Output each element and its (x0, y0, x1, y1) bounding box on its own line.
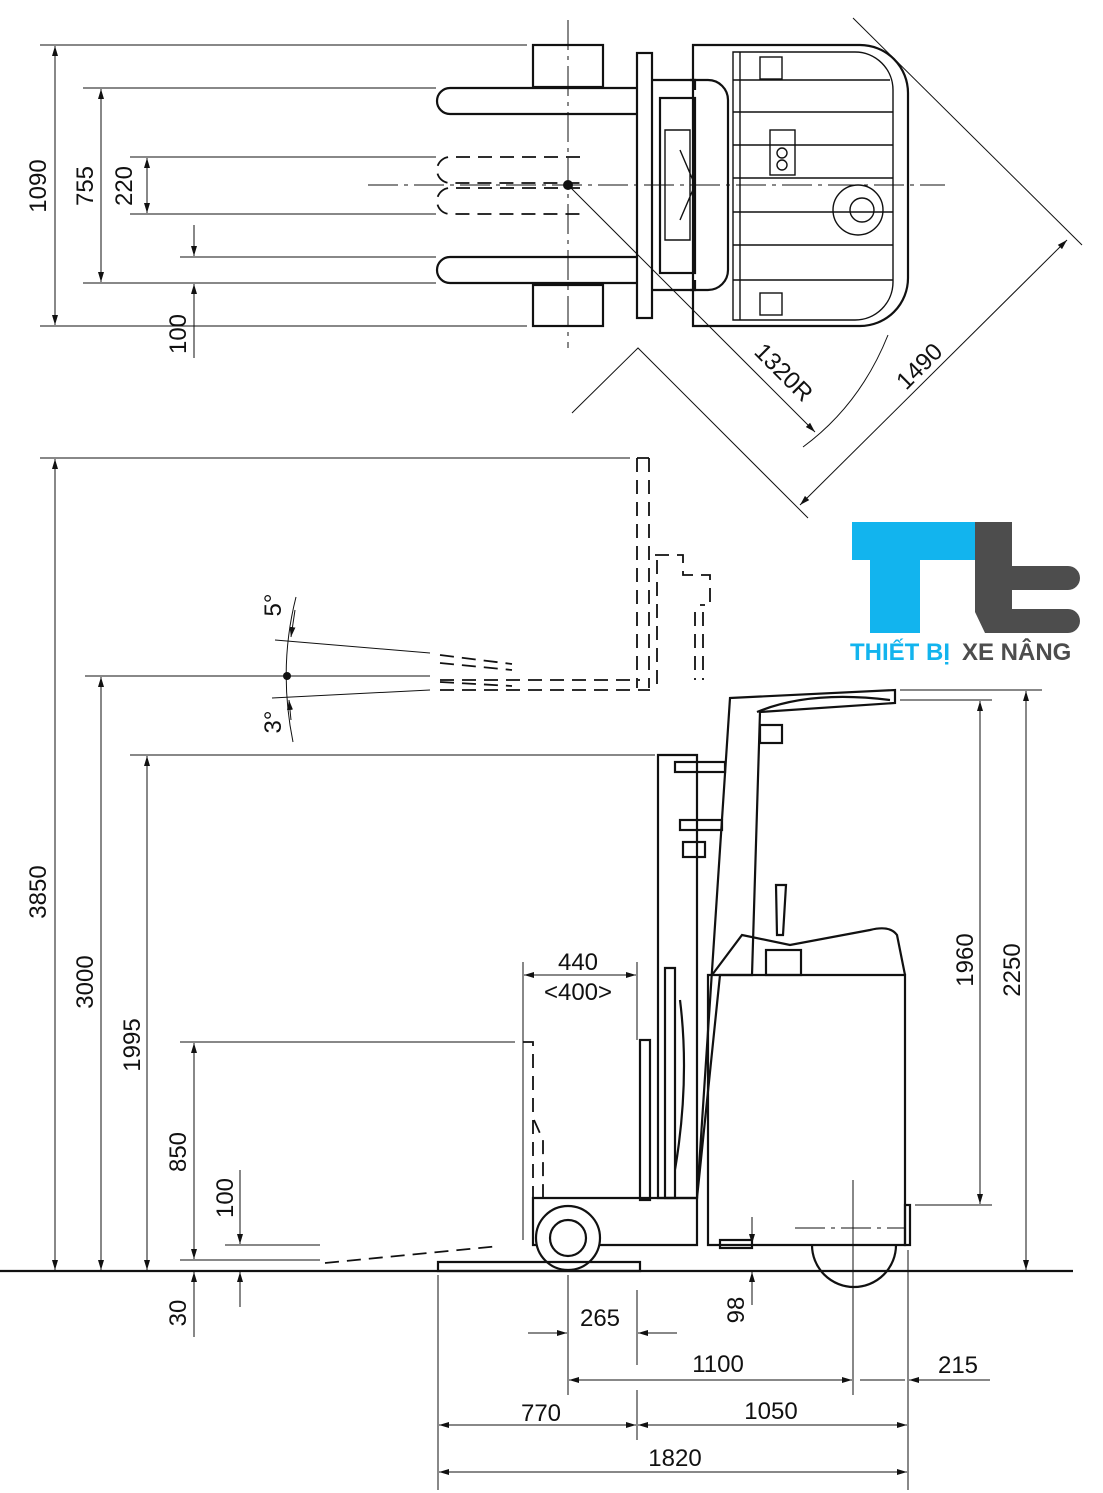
drive-wheel (810, 1244, 898, 1289)
fork-carriage-plate (635, 51, 654, 320)
aisle-diagonal-line (799, 239, 1068, 506)
carriage-bar (678, 818, 724, 832)
top-view: 1090 755 220 100 1320R 1490 (25, 17, 1083, 519)
control-lever-top (769, 129, 796, 176)
dim-tilt-backward: 3° (260, 711, 287, 734)
steering-wheel-top (832, 184, 884, 236)
fork-top (435, 86, 638, 116)
fork-bottom (435, 255, 638, 285)
dim-seat-to-guard-height: 1960 (952, 933, 979, 986)
dim-wheelbase: 1100 (692, 1351, 744, 1378)
top-dimension-lines (52, 46, 197, 358)
dim-ground-clearance: 98 (723, 1297, 750, 1324)
dim-fork-thickness: 30 (165, 1300, 192, 1327)
dim-mast-lowered-height: 1995 (119, 1018, 146, 1071)
logo-text-blue: THIẾT BỊ (850, 638, 950, 666)
dim-mast-extended-height: 3850 (25, 865, 52, 918)
fork-narrow-bottom-dashed (436, 187, 580, 215)
reach-leg (531, 1196, 699, 1247)
dim-width-overall: 1090 (25, 159, 52, 212)
logo-t-mark (852, 522, 975, 633)
reach-cylinder (690, 78, 730, 292)
outer-mast (656, 753, 699, 1200)
guard-bars (733, 52, 893, 320)
control-lever (774, 883, 788, 937)
dim-fork-spread-min: 220 (111, 166, 138, 206)
dim-tilt-forward: 5° (260, 594, 287, 617)
guard-light (758, 723, 784, 745)
truck-body (706, 973, 907, 1247)
fork-narrow-top-dashed (436, 156, 580, 184)
diag-extension-top (852, 17, 1083, 246)
dim-overhead-guard-height: 2250 (999, 943, 1026, 996)
load-wheel (534, 1204, 602, 1272)
load-wheel-hub (548, 1218, 588, 1258)
dim-reach-stroke-alt: <400> (544, 979, 612, 1006)
dim-free-lift: 100 (212, 1178, 239, 1218)
steering-hub (849, 197, 875, 223)
dim-fork-length: 770 (521, 1400, 561, 1427)
logo: THIẾT BỊ XE NÂNG (850, 522, 1080, 666)
dim-front-overhang: 265 (580, 1305, 620, 1332)
knob-icon (776, 147, 788, 159)
component-box (759, 56, 783, 80)
dim-overall-length: 1820 (648, 1445, 701, 1472)
guard-arc (756, 695, 891, 714)
dim-rear-overhang: 215 (938, 1352, 978, 1379)
top-extension-lines (40, 44, 527, 327)
dim-fork-spread-outer: 755 (72, 166, 99, 206)
drive-wheel-centerline (795, 1180, 905, 1260)
fork-lowered (436, 1260, 642, 1273)
operator-compartment (711, 927, 907, 976)
reach-fork-dashed (324, 1041, 544, 1264)
diag-extension-bottom (571, 347, 809, 519)
fork-shank (638, 1038, 652, 1202)
dim-body-length: 1050 (744, 1398, 797, 1425)
rear-bumper (903, 1203, 912, 1247)
dim-max-lift-height: 3000 (72, 955, 99, 1008)
carriage-bottom (531, 283, 605, 328)
side-extension-lines (40, 457, 1042, 1490)
carriage-bar (673, 760, 727, 774)
truck-side (436, 688, 912, 1289)
side-view: 5° 3° 3850 3000 1995 850 100 30 440 <400… (0, 457, 1073, 1490)
hydraulic-hose (663, 966, 686, 1200)
component-box (759, 292, 783, 316)
turning-radius-line (567, 184, 816, 433)
side-dimension-lines (52, 459, 1029, 1475)
carriage-block (681, 840, 707, 859)
dim-reach-stroke: 440 (558, 949, 598, 976)
logo-text-dark: XE NÂNG (962, 638, 1071, 666)
logo-e-mark (975, 522, 1080, 633)
tilt-angle-marks (271, 596, 431, 743)
knob-icon (776, 159, 788, 171)
carriage-top (531, 43, 605, 89)
battery-plug (718, 1238, 754, 1250)
dim-turning-radius: 1320R (749, 338, 818, 407)
raised-mast-dashed (439, 457, 711, 691)
floor-step (764, 948, 803, 977)
dim-fork-width: 100 (165, 314, 192, 354)
dim-reach-lift-height: 850 (165, 1132, 192, 1172)
mast-detail (664, 129, 696, 241)
